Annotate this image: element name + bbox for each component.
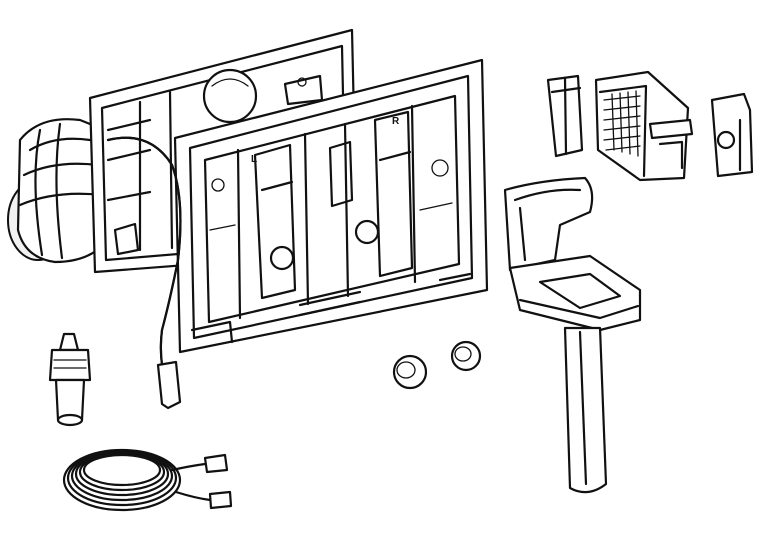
filter-cartridge <box>594 70 694 182</box>
coiled-hose <box>62 448 233 512</box>
cap-buttons <box>392 340 482 390</box>
hose-cable <box>106 136 182 410</box>
bracket-part <box>710 92 754 178</box>
clip-part <box>546 74 584 158</box>
front-actuator-frame <box>173 58 489 354</box>
adapter-nozzle <box>48 332 92 427</box>
mounting-tool <box>503 176 642 494</box>
left-marking-label: L <box>251 154 257 165</box>
right-marking-label: R <box>392 116 400 127</box>
